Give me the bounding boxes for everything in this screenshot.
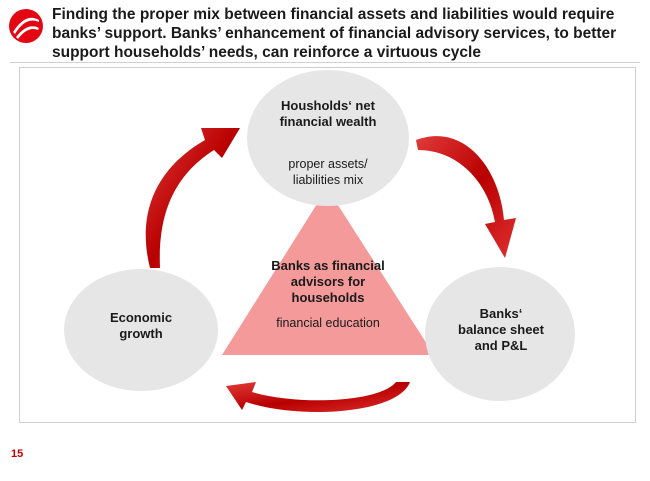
right-node-title: Banks‘ balance sheet and P&L	[458, 306, 544, 353]
arrow-growth-to-wealth	[145, 128, 240, 268]
top-node-circle	[247, 70, 409, 206]
brand-logo-icon	[9, 9, 43, 43]
diagram-frame	[19, 67, 636, 423]
center-node-title: Banks as financial advisors for househol…	[271, 258, 385, 305]
left-node-title: Economic growth	[109, 310, 173, 341]
arrow-banks-to-growth	[226, 382, 410, 413]
center-node-subtitle: financial education	[276, 316, 380, 330]
top-node-subtitle: proper assets/ liabilities mix	[288, 157, 368, 187]
top-node-title: Housholds‘ net financial wealth	[279, 98, 377, 129]
page-title: Finding the proper mix between financial…	[52, 6, 617, 61]
center-triangle	[222, 188, 434, 355]
arrow-wealth-to-banks	[416, 136, 516, 258]
left-node-circle	[64, 269, 218, 391]
right-node-circle	[425, 267, 575, 401]
page-number: 15	[11, 448, 24, 460]
title-divider	[10, 62, 640, 63]
